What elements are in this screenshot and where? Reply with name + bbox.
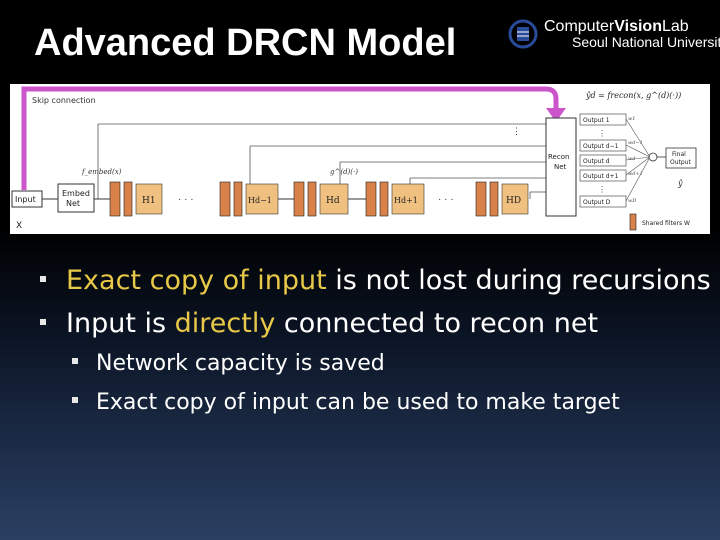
svg-text:wd−1: wd−1 [628,140,643,146]
h-block-d-plus-1: Hd+1 [365,181,425,217]
svg-text:⋮: ⋮ [598,129,606,138]
svg-text:Recon: Recon [548,153,569,161]
svg-text:Final: Final [672,151,686,158]
slide-title: Advanced DRCN Model [34,22,457,64]
svg-text:⋮: ⋮ [598,185,606,194]
bullet-square-icon [40,318,46,325]
svg-text:wd+1: wd+1 [628,171,643,177]
skip-arrowhead [546,108,566,122]
h-block-d: Hd [293,181,349,217]
svg-text:· · ·: · · · [178,194,194,205]
bullet-square-icon [40,275,46,282]
sub-bullet-2: Exact copy of input can be used to make … [72,390,712,415]
recon-net-box [545,117,577,217]
f-embed-label: f_embed(x) [81,168,122,176]
bullet-square-icon [72,358,78,364]
svg-text:Embed: Embed [62,189,90,198]
skip-connection-label: Skip connection [32,96,96,105]
final-var: ŷ [677,179,683,188]
bullet-square-icon [72,397,78,403]
svg-text:Net: Net [554,163,567,171]
svg-text:w1: w1 [628,116,635,122]
svg-text:Output d+1: Output d+1 [583,173,619,180]
svg-text:Output: Output [670,159,691,166]
final-output-box [665,147,697,169]
svg-text:· · ·: · · · [438,194,454,205]
g-label: g^(d)(·) [330,168,358,176]
h-block-D: HD [475,181,529,217]
logo-lab-name: ComputerVisionLab [544,18,689,35]
svg-text:Output D: Output D [583,199,611,206]
embed-net-box [57,183,95,213]
university-emblem-icon [508,19,538,49]
input-var: X [16,221,22,231]
svg-text:Output 1: Output 1 [583,117,610,124]
bullet-1: Exact copy of input is not lost during r… [40,265,720,296]
svg-text:H1: H1 [142,196,156,206]
svg-text:Net: Net [66,199,80,208]
output-list: Output 1 ⋮ Output d−1 Output d Output d+… [579,113,627,208]
svg-text:wD: wD [628,198,636,204]
sub-bullet-1: Network capacity is saved [72,351,712,376]
lab-logo: ComputerVisionLab Seoul National Univers… [508,18,720,52]
svg-text:Hd+1: Hd+1 [394,196,418,205]
drcn-diagram: Skip connection Input X Embed Net f_embe… [10,84,710,234]
input-label: Input [15,195,36,204]
shared-filter-icon [629,213,637,231]
shared-filters-label: Shared filters W [642,220,690,227]
sum-node [648,152,658,162]
svg-text:⋮: ⋮ [512,126,521,136]
svg-text:Hd: Hd [326,196,340,206]
h-block-1: H1 [109,181,163,217]
svg-text:Output d−1: Output d−1 [583,143,619,150]
skip-connection-arrow [21,86,559,190]
svg-text:HD: HD [506,196,521,206]
svg-text:Hd−1: Hd−1 [248,196,272,205]
svg-text:Output d: Output d [583,158,610,165]
logo-university-name: Seoul National University [572,34,720,50]
h-block-d-minus-1: Hd−1 [219,181,279,217]
recon-formula: ŷd = frecon(x, g^(d)(·)) [585,91,681,100]
bullet-2: Input is directly connected to recon net [40,308,720,339]
